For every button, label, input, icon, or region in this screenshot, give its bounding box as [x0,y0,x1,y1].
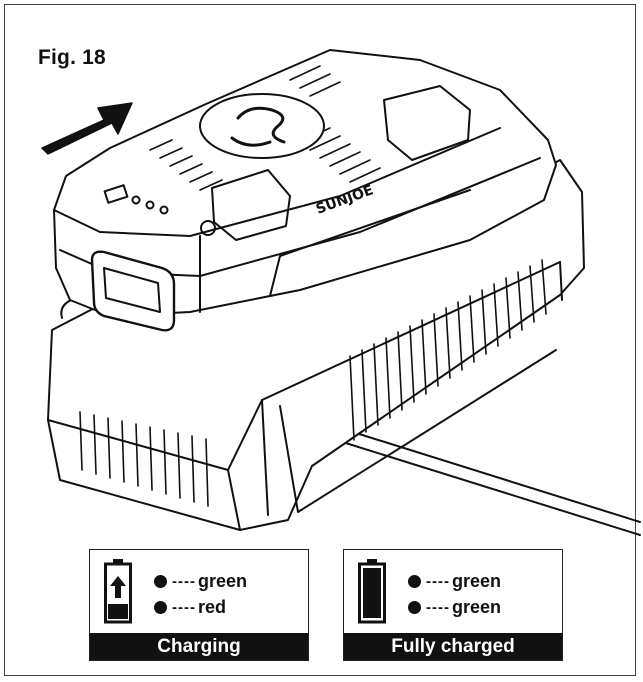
legend-fully-charged: ---- green ---- green Fully charged [343,549,563,661]
led-row-2: ---- green [408,596,501,618]
battery-full-icon [358,559,386,624]
led-color-label: green [451,570,502,591]
led-color-label: red [197,596,226,617]
led-color-label: green [451,596,502,617]
led-dashes: ---- [172,598,196,616]
led-row-1: ---- green [408,570,501,592]
arrow-icon [41,102,133,155]
battery-pack [53,49,557,332]
led-row-2: ---- red [154,596,226,618]
led-dot-icon [408,574,421,588]
led-dashes: ---- [172,572,196,590]
figure-title: Fig. 18 [38,46,106,69]
legend-caption: Charging [90,633,308,660]
led-dot-icon [154,600,167,614]
legend-charging: ---- green ---- red Charging [89,549,309,661]
led-color-label: green [197,570,248,591]
legend-caption: Fully charged [344,633,562,660]
led-dashes: ---- [426,598,450,616]
led-row-1: ---- green [154,570,247,592]
led-dashes: ---- [426,572,450,590]
led-dot-icon [154,574,167,588]
led-dot-icon [408,600,421,614]
battery-charging-icon [104,559,132,624]
right-vents [349,259,547,441]
left-vents [79,411,209,507]
